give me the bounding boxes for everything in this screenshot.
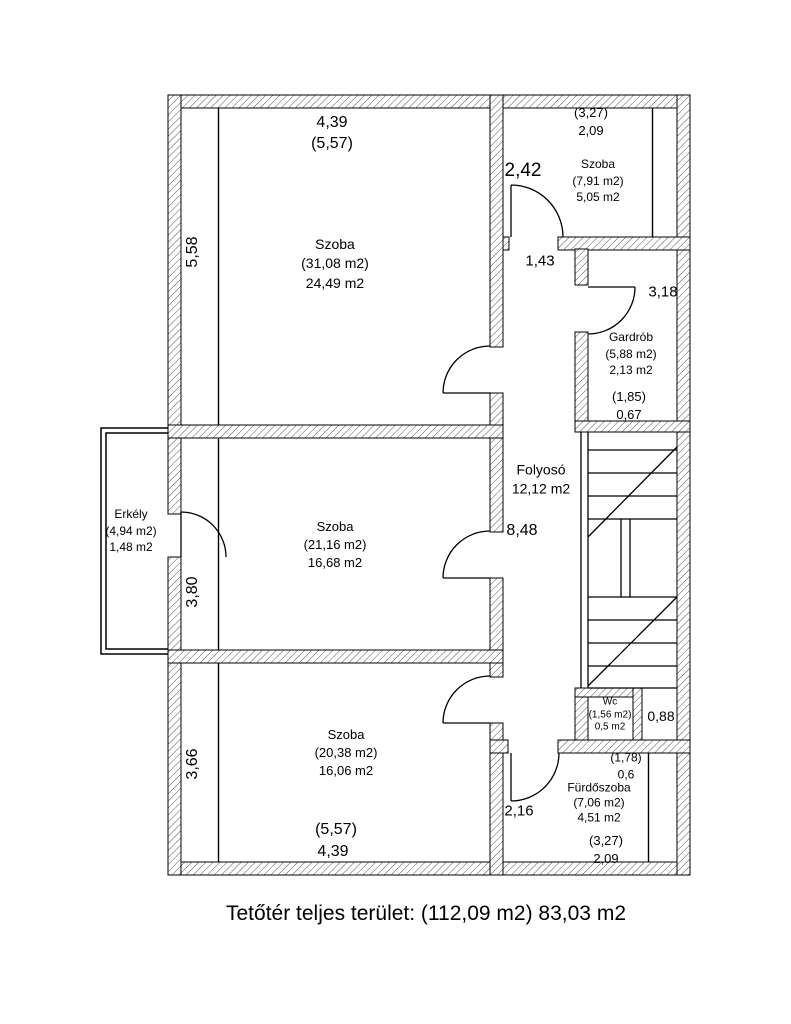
wall-outer-right [676,94,691,876]
stair-landing-rails [620,519,631,597]
wall-wc-right [632,687,643,741]
door-room-top-left [442,345,491,394]
dim-bottom-width-net: 4,39 [317,843,349,860]
stair-treads-lower [588,596,677,689]
dim-bath-strip: (1,78) 0,6 [610,749,641,782]
wall-topright-stub [502,236,510,251]
staircase [580,432,678,689]
dim-bottom-width-gross: (5,57) [315,821,357,838]
room-gross-area: (31,08 m2) [301,255,369,272]
dim-topright-width: (3,27) 2,09 [574,104,608,140]
door-room-middle [442,530,491,579]
room-name: Szoba [580,157,616,172]
dim-gardrob-strip: (1,85) 0,67 [612,388,646,424]
wall-bathroom-stub [489,739,509,754]
dim-top-width-gross: (5,57) [311,135,353,152]
room-net-area: 16,68 m2 [307,554,363,570]
room-gross-area: (7,91 m2) [572,173,624,188]
room-net-area: 24,49 m2 [305,274,365,291]
dim-gross: (1,78) [610,750,642,765]
dim-corridor-top: 1,43 [525,252,555,270]
balcony-railing [100,427,168,655]
door-top-right-room [510,184,564,238]
total-area-caption: Tetőtér teljes terület: (112,09 m2) 83,0… [226,902,626,925]
doors [180,184,636,802]
room-gross-area: (20,38 m2) [314,745,378,761]
dim-gross: (3,27) [589,833,623,849]
room-label-gardrob: Gardrób (5,88 m2) 2,13 m2 [605,329,656,379]
dim-gross: (3,27) [574,105,608,121]
wall-gardrob-bottom [574,420,691,433]
dim-room2-height: 3,80 [184,576,201,608]
room-label-erkely: Erkély (4,94 m2) 1,48 m2 [105,506,156,556]
room-net-area: 1,48 m2 [109,540,153,555]
wall-rooms-divider-1 [167,424,504,439]
door-room-bottom [442,675,491,724]
room-name: Folyosó [516,461,566,478]
dim-net: 0,67 [616,407,642,422]
wall-corridor-right-a [574,248,589,286]
room-name: Szoba [315,236,355,253]
room-net-area: 5,05 m2 [576,190,620,205]
room-net-area: 0,5 m2 [594,721,626,733]
room-label-szoba-middle: Szoba (21,16 m2) 16,68 m2 [304,518,367,572]
dim-bath-width: (3,27) 2,09 [589,832,623,868]
wall-corridor-left-d [489,722,504,876]
dim-gross: (1,85) [612,389,646,405]
room-name: Fürdőszoba [567,780,631,795]
dim-topright-door: 2,42 [504,160,542,181]
wall-corridor-left-b [489,392,504,533]
room-net-area: 16,06 m2 [318,762,374,778]
wall-topright [557,236,691,251]
dim-bath-left: 2,16 [504,802,534,820]
wall-rooms-divider-2 [167,649,504,664]
room-label-szoba-top-right: Szoba (7,91 m2) 5,05 m2 [572,156,623,206]
wall-outer-left-upper [167,94,182,515]
room-name: Gardrób [608,330,654,345]
dim-room1-height: 5,58 [184,236,201,268]
room-gross-area: (1,56 m2) [588,708,632,720]
wall-corridor-left-a [489,94,504,348]
dim-net: 2,09 [578,123,604,138]
room-net-area: 12,12 m2 [511,481,571,497]
room-gross-area: (7,06 m2) [573,795,625,810]
dim-stair-bottom: 0,88 [647,708,675,724]
wall-outer-top [167,94,691,109]
room-net-area: 4,51 m2 [577,810,621,825]
room-name: Szoba [327,727,365,743]
door-balcony [180,511,227,558]
wall-corridor-right-b [574,331,589,426]
room-net-area: 2,13 m2 [609,363,653,378]
room-name: Szoba [316,519,354,535]
room-gross-area: (21,16 m2) [303,537,367,553]
dim-corridor-length: 8,48 [506,522,538,539]
room-name: Wc [602,696,618,708]
dim-net: 2,09 [593,851,619,866]
room-label-szoba-top-left: Szoba (31,08 m2) 24,49 m2 [301,235,369,293]
door-bathroom [510,752,560,802]
door-gardrob [587,286,636,335]
room-label-szoba-bottom: Szoba (20,38 m2) 16,06 m2 [315,726,378,780]
room-label-wc: Wc (1,56 m2) 0,5 m2 [589,696,632,734]
stair-treads-upper [588,449,677,520]
stair-break-lines [587,446,678,687]
dim-top-width-net: 4,39 [316,114,348,131]
room-label-folyoso: Folyosó 12,12 m2 [512,461,570,500]
dim-room3-height: 3,66 [184,748,201,780]
knee-wall-lines [217,108,654,862]
room-label-furdoszoba: Fürdőszoba (7,06 m2) 4,51 m2 [567,781,630,826]
room-gross-area: (4,94 m2) [105,523,157,538]
wall-bathroom-top [557,739,691,754]
room-name: Erkély [114,507,148,522]
dim-gardrob-width: 3,18 [648,283,678,301]
wall-outer-left-lower [167,556,182,876]
room-gross-area: (5,88 m2) [605,346,657,361]
dim-net: 0,6 [617,767,635,781]
walls [167,94,691,876]
